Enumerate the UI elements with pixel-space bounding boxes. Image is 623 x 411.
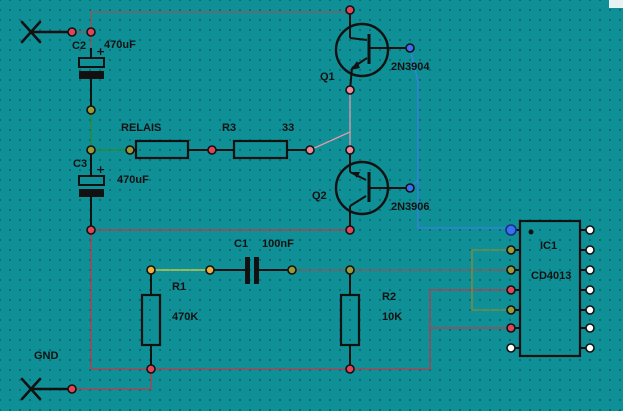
ic-pin-4[interactable] [506, 285, 516, 295]
ic-pin-5[interactable] [506, 305, 516, 315]
resistor-r3[interactable] [212, 139, 310, 160]
ic-pin-2[interactable] [506, 245, 516, 255]
wire-q1-base[interactable] [409, 47, 511, 229]
pin-c3-top[interactable] [86, 145, 96, 155]
label-c2-value: 470uF [104, 39, 136, 51]
label-r2-value: 10K [382, 311, 402, 323]
wire-gnd-terminal[interactable] [72, 369, 152, 390]
pin-r1-top[interactable] [146, 265, 156, 275]
label-c3-ref: C3 [73, 158, 87, 170]
pin-q2-emitter[interactable] [345, 145, 355, 155]
label-r3-ref: R3 [222, 122, 236, 134]
pin-q1-emitter[interactable] [345, 85, 355, 95]
ic-pin-3[interactable] [506, 265, 516, 275]
pin-q1-base[interactable] [405, 43, 415, 53]
supply-terminal-x-icon[interactable] [20, 20, 74, 44]
ic-pin-10[interactable] [585, 305, 595, 315]
pin-r2-bottom[interactable] [345, 364, 355, 374]
gnd-terminal-x-icon[interactable] [20, 377, 74, 401]
pin-c3-bottom[interactable] [86, 225, 96, 235]
ic-pin-12[interactable] [585, 265, 595, 275]
label-c1-value: 100nF [262, 238, 294, 250]
ic-pin-8[interactable] [585, 343, 595, 353]
label-r1-ref: R1 [172, 281, 186, 293]
label-relais: RELAIS [121, 122, 161, 134]
pin-q1-collector[interactable] [345, 5, 355, 15]
label-r1-value: 470K [172, 311, 198, 323]
wire-top-rail[interactable] [72, 11, 350, 33]
pin-q2-collector[interactable] [345, 225, 355, 235]
wire-ic-loop[interactable] [471, 249, 511, 311]
pin-r1-bottom[interactable] [146, 364, 156, 374]
pin-c1-left[interactable] [205, 265, 215, 275]
window-corner [609, 0, 623, 8]
capacitor-c3[interactable] [78, 150, 105, 230]
label-r2-ref: R2 [382, 291, 396, 303]
resistor-r1[interactable] [140, 270, 162, 369]
resistor-r2[interactable] [339, 270, 361, 369]
pin-relais-left[interactable] [125, 145, 135, 155]
pin-q2-base[interactable] [405, 183, 415, 193]
label-c3-value: 470uF [117, 174, 149, 186]
pin-c2-top[interactable] [86, 27, 96, 37]
c2-polarity-mark: + [96, 45, 105, 58]
pin-r3-right[interactable] [305, 145, 315, 155]
transistor-q1-npn[interactable] [334, 10, 410, 91]
pin-r3-left[interactable] [207, 145, 217, 155]
c3-polarity-mark: + [96, 163, 105, 176]
ic-pin-7[interactable] [506, 343, 516, 353]
label-q2-value: 2N3906 [391, 201, 430, 213]
label-c1-ref: C1 [234, 238, 248, 250]
label-q2-ref: Q2 [312, 190, 327, 202]
label-r3-value: 33 [282, 122, 294, 134]
wire-c2-c3[interactable] [90, 80, 134, 151]
capacitor-c1[interactable] [210, 257, 292, 284]
label-q1-value: 2N3904 [391, 61, 430, 73]
ic-pin-6[interactable] [506, 323, 516, 333]
wire-ground-left[interactable] [90, 230, 151, 370]
wire-c3-bottom[interactable] [90, 198, 350, 231]
wire-r3-emitters[interactable] [309, 90, 351, 151]
wire-ground-rail[interactable] [151, 289, 511, 370]
ic-pin-9[interactable] [585, 323, 595, 333]
pin-c1-right[interactable] [287, 265, 297, 275]
label-ic1-value: CD4013 [531, 270, 571, 282]
capacitor-c2[interactable] [78, 48, 105, 110]
label-q1-ref: Q1 [320, 71, 335, 83]
ic-pin-11[interactable] [585, 285, 595, 295]
pin-terminal-gnd[interactable] [67, 384, 77, 394]
ic-pin-13[interactable] [585, 245, 595, 255]
label-c2-ref: C2 [72, 40, 86, 52]
label-gnd: GND [34, 350, 59, 362]
transistor-q2-pnp[interactable] [334, 150, 410, 230]
pin-terminal-top[interactable] [67, 27, 77, 37]
label-ic1-ref: IC1 [540, 240, 557, 252]
pin-c2-bottom[interactable] [86, 105, 96, 115]
pin-r2-top[interactable] [345, 265, 355, 275]
ic-pin-1[interactable] [505, 224, 517, 236]
ic-pin-14[interactable] [585, 225, 595, 235]
relay-coil-relais[interactable] [130, 139, 212, 160]
